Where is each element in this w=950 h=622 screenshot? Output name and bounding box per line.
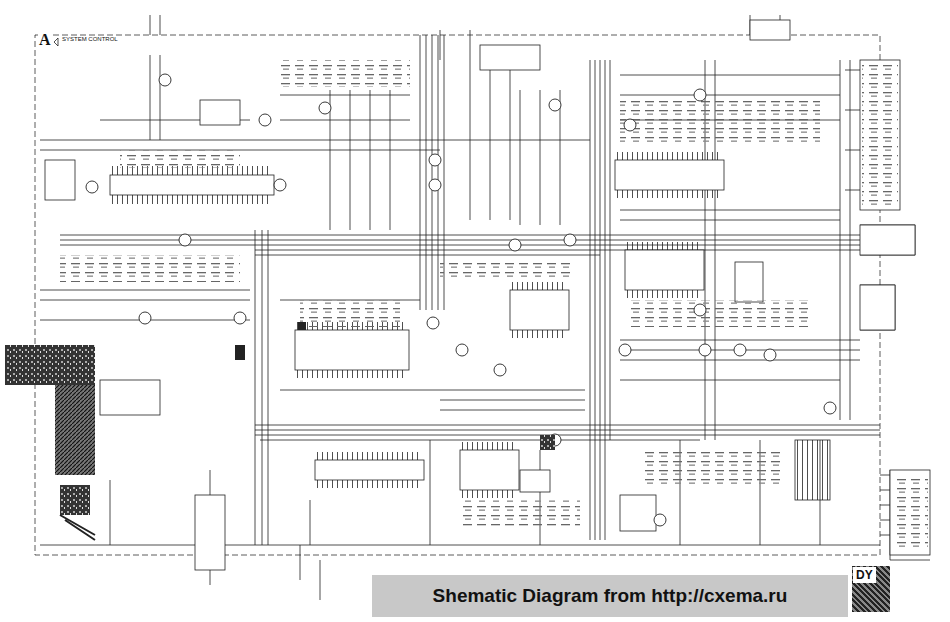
watermark-text: Shematic Diagram from http://cxema.ru — [433, 585, 788, 607]
part-label: DY — [853, 567, 876, 583]
watermark-box: Shematic Diagram from http://cxema.ru — [372, 575, 848, 617]
sheet-letter: A — [38, 31, 52, 49]
block-title: SYSTEM CONTROL — [61, 36, 119, 42]
deflection-yoke-box: DY — [852, 566, 890, 612]
